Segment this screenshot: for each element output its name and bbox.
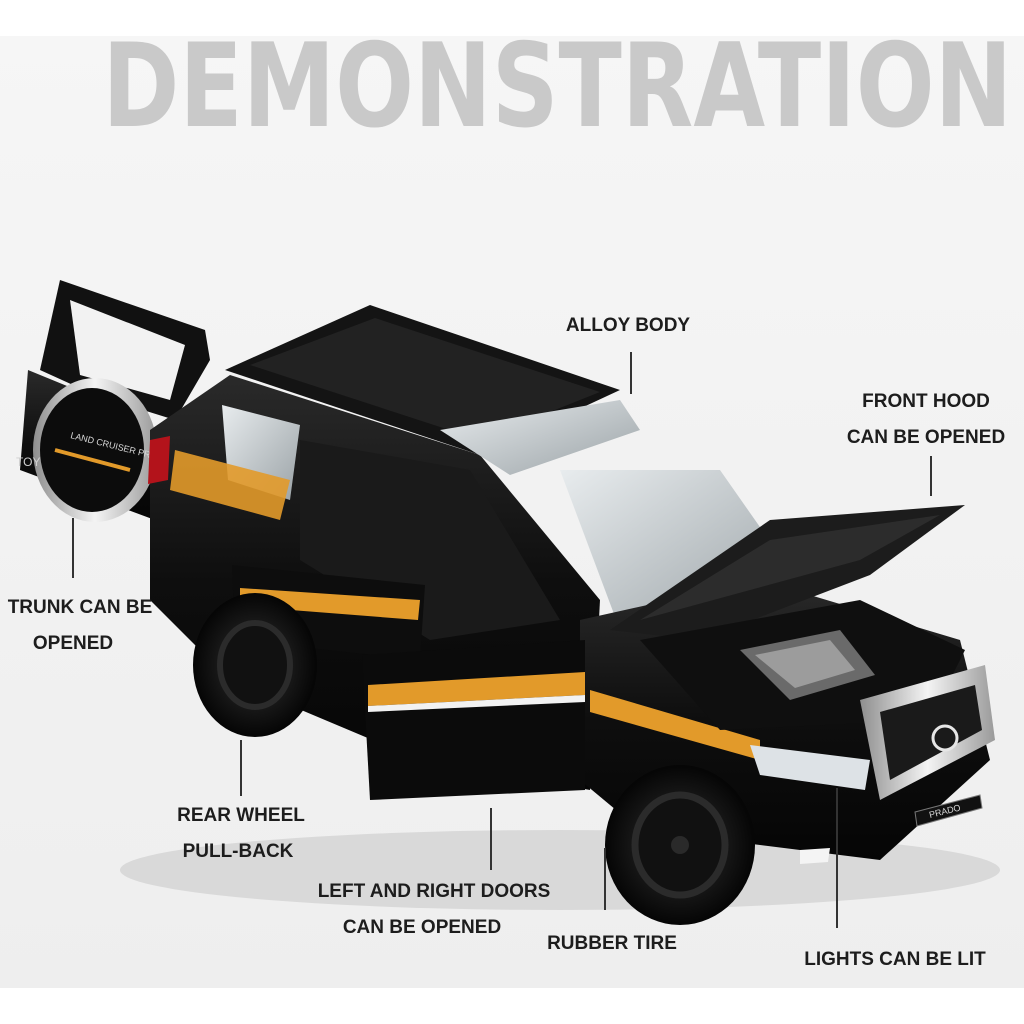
leader-doors	[490, 808, 492, 870]
label-front-hood-line1: FRONT HOOD	[862, 391, 990, 412]
opened-left-doors	[232, 565, 585, 800]
label-doors-line1: LEFT AND RIGHT DOORS	[317, 881, 551, 902]
label-rear-wheel-line1: REAR WHEEL	[177, 805, 305, 826]
label-lights: LIGHTS CAN BE LIT	[804, 949, 986, 970]
front-grille: PRADO	[750, 665, 995, 864]
leader-front-hood	[930, 456, 932, 496]
leader-lights	[836, 788, 838, 928]
side-badge: TOY	[16, 455, 40, 469]
label-doors-line2: CAN BE OPENED	[342, 917, 502, 938]
spare-tire: LAND CRUISER PRADO TOY	[16, 378, 170, 522]
leader-rear-wheel	[240, 740, 242, 796]
label-alloy-body: ALLOY BODY	[565, 315, 691, 336]
taillight	[148, 436, 170, 484]
label-rear-wheel-line2: PULL-BACK	[182, 841, 294, 862]
headline: DEMONSTRATION	[102, 19, 1013, 154]
label-front-hood-line2: CAN BE OPENED	[846, 427, 1006, 448]
leader-alloy-body	[630, 352, 632, 394]
bottom-border	[0, 988, 1024, 1024]
ground-shadow	[120, 830, 1000, 910]
leader-trunk	[72, 518, 74, 578]
label-trunk-line2: OPENED	[32, 633, 114, 654]
label-trunk-line1: TRUNK CAN BE	[7, 597, 153, 618]
leader-rubber-tire	[604, 848, 606, 910]
top-border	[0, 0, 1024, 36]
front-wheel	[605, 765, 755, 925]
label-rubber-tire: RUBBER TIRE	[547, 933, 677, 954]
rear-wheel	[193, 593, 317, 737]
